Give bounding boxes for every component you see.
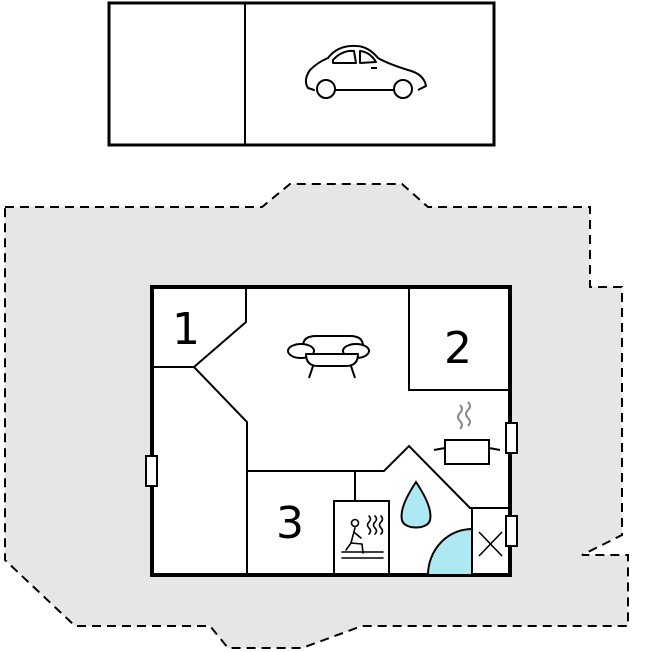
water-drop-icon <box>400 480 432 529</box>
shower-icon <box>426 527 473 576</box>
room-1-label: 1 <box>172 304 200 355</box>
sofa-icon <box>287 335 370 379</box>
window-right-lower <box>505 515 518 547</box>
garage-building <box>107 1 496 147</box>
car-icon <box>304 44 427 99</box>
window-left <box>145 455 158 487</box>
room-2-label: 2 <box>444 323 472 374</box>
sauna-icon <box>341 515 384 559</box>
window-right-upper <box>505 422 518 454</box>
closet-x-icon <box>478 531 503 557</box>
cooking-pot-icon <box>433 401 501 465</box>
room-3-label: 3 <box>276 498 304 549</box>
